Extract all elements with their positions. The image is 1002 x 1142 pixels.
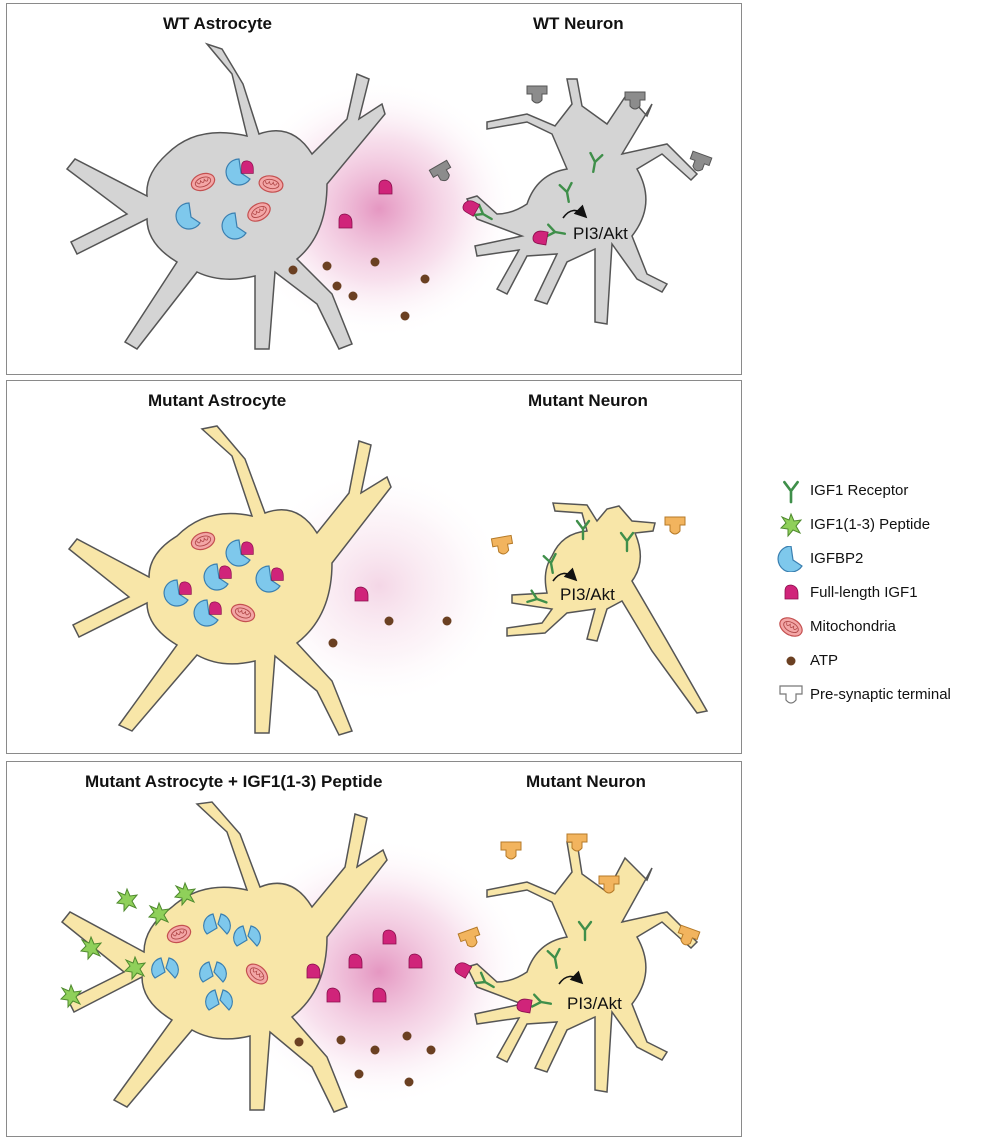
panel-mutant-pathway-label: PI3/Akt <box>560 585 615 604</box>
legend-label: IGF1(1-3) Peptide <box>810 516 931 533</box>
panel-mutant-peptide-astrocyte-title: Mutant Astrocyte + IGF1(1-3) Peptide <box>85 772 383 791</box>
full-length-igf1-icon <box>784 584 799 600</box>
igf1-release-glow <box>249 466 509 706</box>
panel-wt-figure <box>65 42 713 350</box>
panel-mutant-figure <box>67 425 709 736</box>
wt-astrocyte-body <box>65 42 386 350</box>
legend-label: IGFBP2 <box>810 550 864 567</box>
panel-wt-astrocyte-title: WT Astrocyte <box>163 14 272 33</box>
pathway-arrow <box>562 204 588 219</box>
panel-mutant-astrocyte-title: Mutant Astrocyte <box>148 391 287 410</box>
mutant-astrocyte-body <box>67 425 392 736</box>
legend-item: Pre-synaptic terminal <box>776 682 1002 708</box>
panel-mutant-neuron-title: Mutant Neuron <box>528 391 648 410</box>
legend-label: ATP <box>810 652 839 669</box>
panel-wt-neuron-title: WT Neuron <box>533 14 624 33</box>
legend-item: IGF1 Receptor <box>776 478 1002 504</box>
panel-wt-pathway-label: PI3/Akt <box>573 224 628 243</box>
panel-wt: WT Astrocyte WT Neuron PI3/Akt <box>6 3 742 375</box>
panel-mutant-peptide-neuron-title: Mutant Neuron <box>526 772 646 791</box>
atp-icon <box>786 656 796 666</box>
igfbp2-icon <box>777 546 803 572</box>
legend-label: Pre-synaptic terminal <box>810 686 951 703</box>
mutant-peptide-astrocyte-body <box>60 801 388 1113</box>
pathway-arrow <box>552 567 578 582</box>
pathway-arrow <box>558 970 584 985</box>
mutant-neuron-body <box>506 502 709 714</box>
legend-item: ATP <box>776 648 1002 674</box>
mitochondria-icon <box>776 614 806 640</box>
igf1-peptide-star-icon <box>780 513 802 537</box>
legend-item: IGFBP2 <box>776 546 1002 572</box>
legend-label: IGF1 Receptor <box>810 482 909 499</box>
panel-mutant-peptide-pathway-label: PI3/Akt <box>567 994 622 1013</box>
mutant-peptide-neuron-body <box>465 841 699 1093</box>
igf1-receptor-icon <box>783 480 799 504</box>
panel-mutant-peptide: Mutant Astrocyte + IGF1(1-3) Peptide Mut… <box>6 761 742 1137</box>
legend-label: Mitochondria <box>810 618 896 635</box>
panel-mutant-peptide-figure <box>60 801 701 1113</box>
panel-mutant: Mutant Astrocyte Mutant Neuron PI3/Akt <box>6 380 742 754</box>
legend-label: Full-length IGF1 <box>810 584 918 601</box>
pre-synaptic-terminal-icon <box>779 685 803 704</box>
legend-item: IGF1(1-3) Peptide <box>776 512 1002 538</box>
legend-item: Full-length IGF1 <box>776 580 1002 606</box>
legend-item: Mitochondria <box>776 614 1002 640</box>
